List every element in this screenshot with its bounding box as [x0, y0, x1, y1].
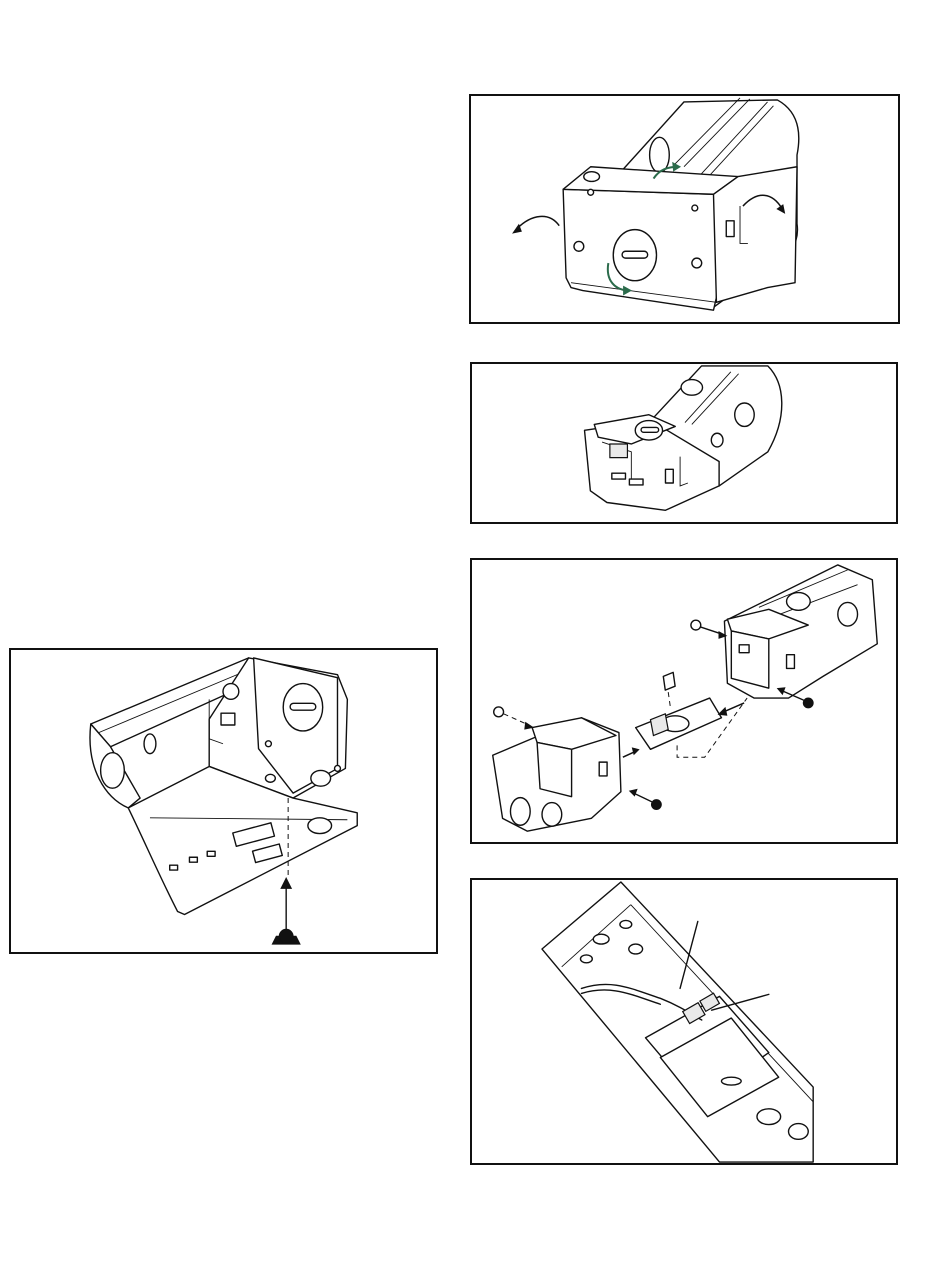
hole-left [574, 241, 584, 251]
keyhole-slot [622, 251, 648, 258]
figure-assembled-joint [470, 362, 898, 524]
screw-bottom-left [629, 789, 662, 810]
screw-top-left [494, 707, 534, 730]
wiring-channel-illustration [472, 880, 896, 1163]
figure-exploded-joiner [470, 558, 898, 844]
exploded-joiner-illustration [472, 560, 896, 842]
underside-screw-illustration [11, 650, 436, 952]
wire-clip [663, 672, 675, 690]
figure-remove-end-plate [469, 94, 900, 324]
hole-right [692, 258, 702, 268]
figure-underside-screw [9, 648, 438, 954]
end-plate-illustration [471, 96, 898, 322]
figure-wiring-channel [470, 878, 898, 1165]
arrow-swing-left [517, 216, 559, 228]
screw [272, 929, 300, 944]
grommet [223, 684, 239, 700]
side-slot [726, 221, 734, 237]
screw-top-right [691, 620, 727, 639]
insert-arrowhead [280, 877, 292, 889]
terminal-block [610, 444, 628, 458]
assembled-joint-illustration [472, 364, 896, 522]
knockout-top [650, 137, 670, 172]
